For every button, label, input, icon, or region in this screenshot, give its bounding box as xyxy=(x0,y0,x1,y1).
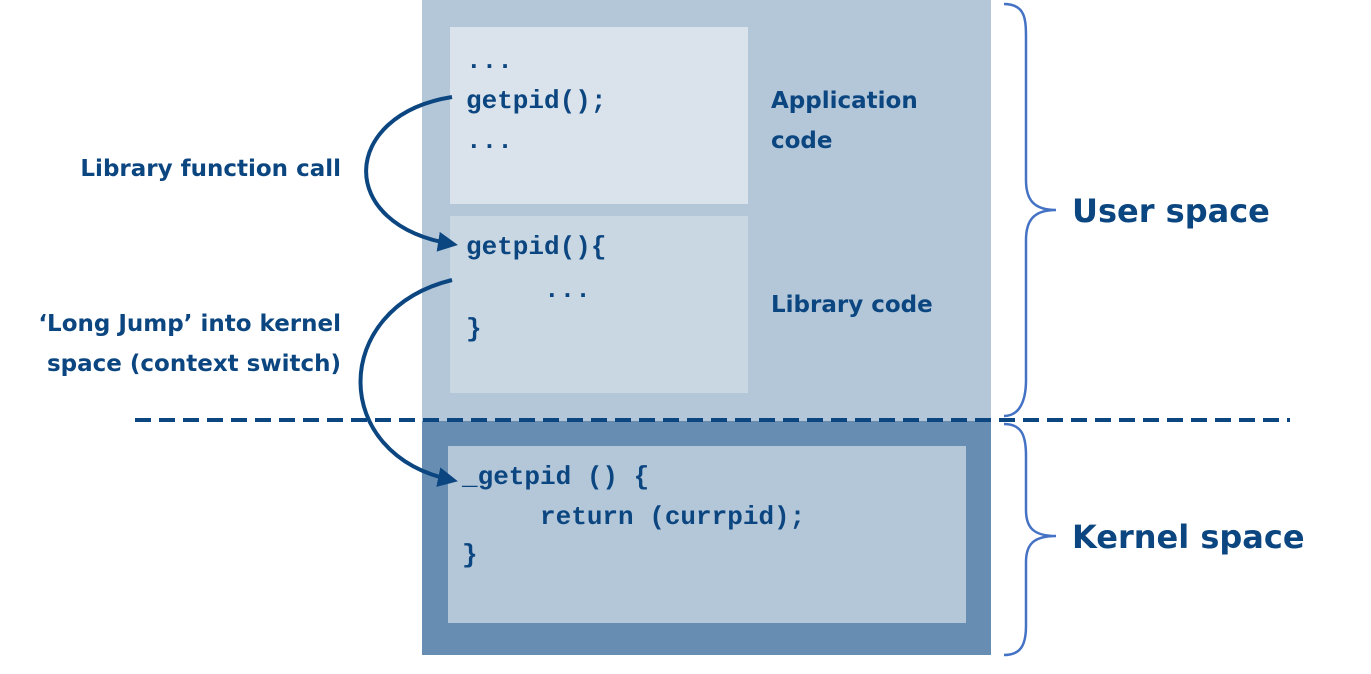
application-code-line: getpid(); xyxy=(466,86,606,116)
kernel-code-box xyxy=(448,446,966,623)
library-call-label: Library function call xyxy=(80,156,341,182)
application-code-line: ... xyxy=(466,126,513,156)
library-code-line: } xyxy=(466,314,482,344)
library-code-line: ... xyxy=(466,275,591,305)
long-jump-arrow xyxy=(358,278,458,487)
library-code-box xyxy=(450,216,748,393)
library-call-arrow xyxy=(364,95,458,252)
kernel-code-line: } xyxy=(462,540,478,570)
user-space-brace xyxy=(1003,2,1057,418)
library-code-label: Library code xyxy=(771,292,933,318)
kernel-space-label: Kernel space xyxy=(1072,518,1305,556)
application-code-box xyxy=(450,27,748,204)
kernel-code-line: return (currpid); xyxy=(462,502,805,532)
long-jump-label: space (context switch) xyxy=(47,351,341,377)
kernel-space-brace xyxy=(1003,422,1057,657)
library-code-line: getpid(){ xyxy=(466,232,606,262)
application-code-line: ... xyxy=(466,46,513,76)
kernel-code-line: _getpid () { xyxy=(461,462,649,492)
user-space-label: User space xyxy=(1072,192,1270,230)
application-code-label: code xyxy=(771,128,833,154)
long-jump-label: ‘Long Jump’ into kernel xyxy=(38,311,341,337)
application-code-label: Application xyxy=(771,88,918,114)
